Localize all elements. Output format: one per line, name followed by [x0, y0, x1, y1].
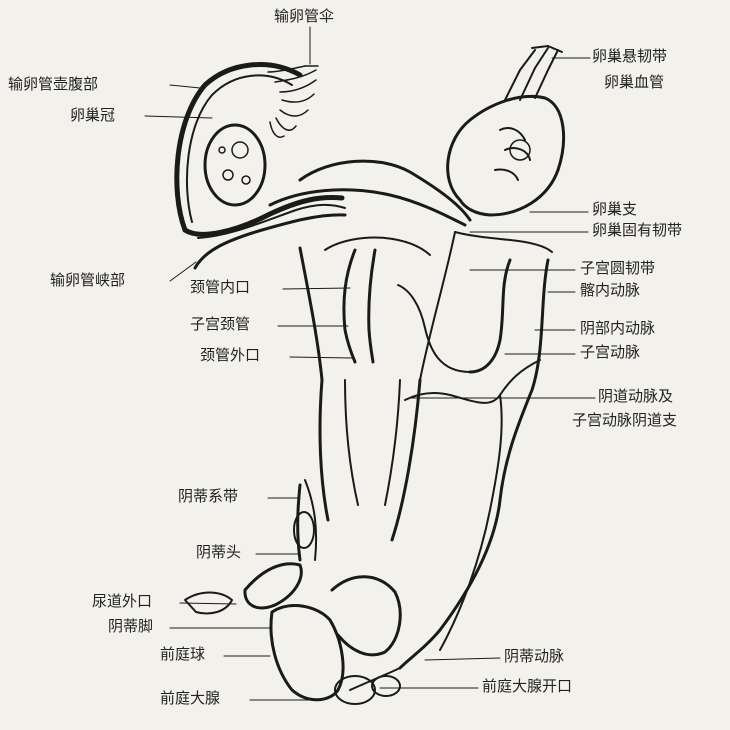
label-internal-iliac-artery: 髂内动脉 [580, 282, 640, 299]
vagina [320, 380, 420, 540]
label-suspensory-ligament: 卵巢悬韧带 [592, 48, 667, 65]
label-frenulum: 阴蒂系带 [178, 488, 238, 505]
label-tube-isthmus: 输卵管峡部 [50, 272, 125, 289]
blood-vessels [350, 232, 552, 690]
label-round-ligament: 子宫圆韧带 [580, 260, 655, 277]
label-tube-fimbriae: 输卵管伞 [274, 8, 334, 25]
label-tube-ampulla: 输卵管壶腹部 [8, 76, 98, 93]
label-internal-pudendal-artery: 阴部内动脉 [580, 320, 655, 337]
label-cervical-canal: 子宫颈管 [190, 316, 250, 333]
ovarian-corona [205, 125, 265, 205]
label-ovarian-branch: 卵巢支 [592, 201, 637, 218]
ovary [448, 46, 564, 215]
label-urethral-orifice: 尿道外口 [92, 593, 152, 610]
label-ovarian-vessels: 卵巢血管 [604, 74, 664, 91]
cervical-canal [344, 250, 375, 362]
label-ovarian-corona: 卵巢冠 [70, 107, 115, 124]
label-internal-os: 颈管内口 [190, 279, 250, 296]
label-vestibular-bulb: 前庭球 [160, 646, 205, 663]
label-vaginal-branch: 子宫动脉阴道支 [572, 412, 677, 429]
label-glans: 阴蒂头 [196, 544, 241, 561]
label-external-os: 颈管外口 [200, 347, 260, 364]
label-vaginal-artery: 阴道动脉及 [598, 388, 673, 405]
label-ovarian-ligament: 卵巢固有韧带 [592, 222, 682, 239]
left-fallopian-tube [177, 65, 345, 268]
label-clitoral-crus: 阴蒂脚 [108, 618, 153, 635]
label-greater-vestibular-gland: 前庭大腺 [160, 690, 220, 707]
label-gland-opening: 前庭大腺开口 [482, 678, 572, 695]
label-uterine-artery: 子宫动脉 [580, 344, 640, 361]
clitoris [294, 480, 316, 560]
label-clitoral-artery: 阴蒂动脉 [504, 648, 564, 665]
